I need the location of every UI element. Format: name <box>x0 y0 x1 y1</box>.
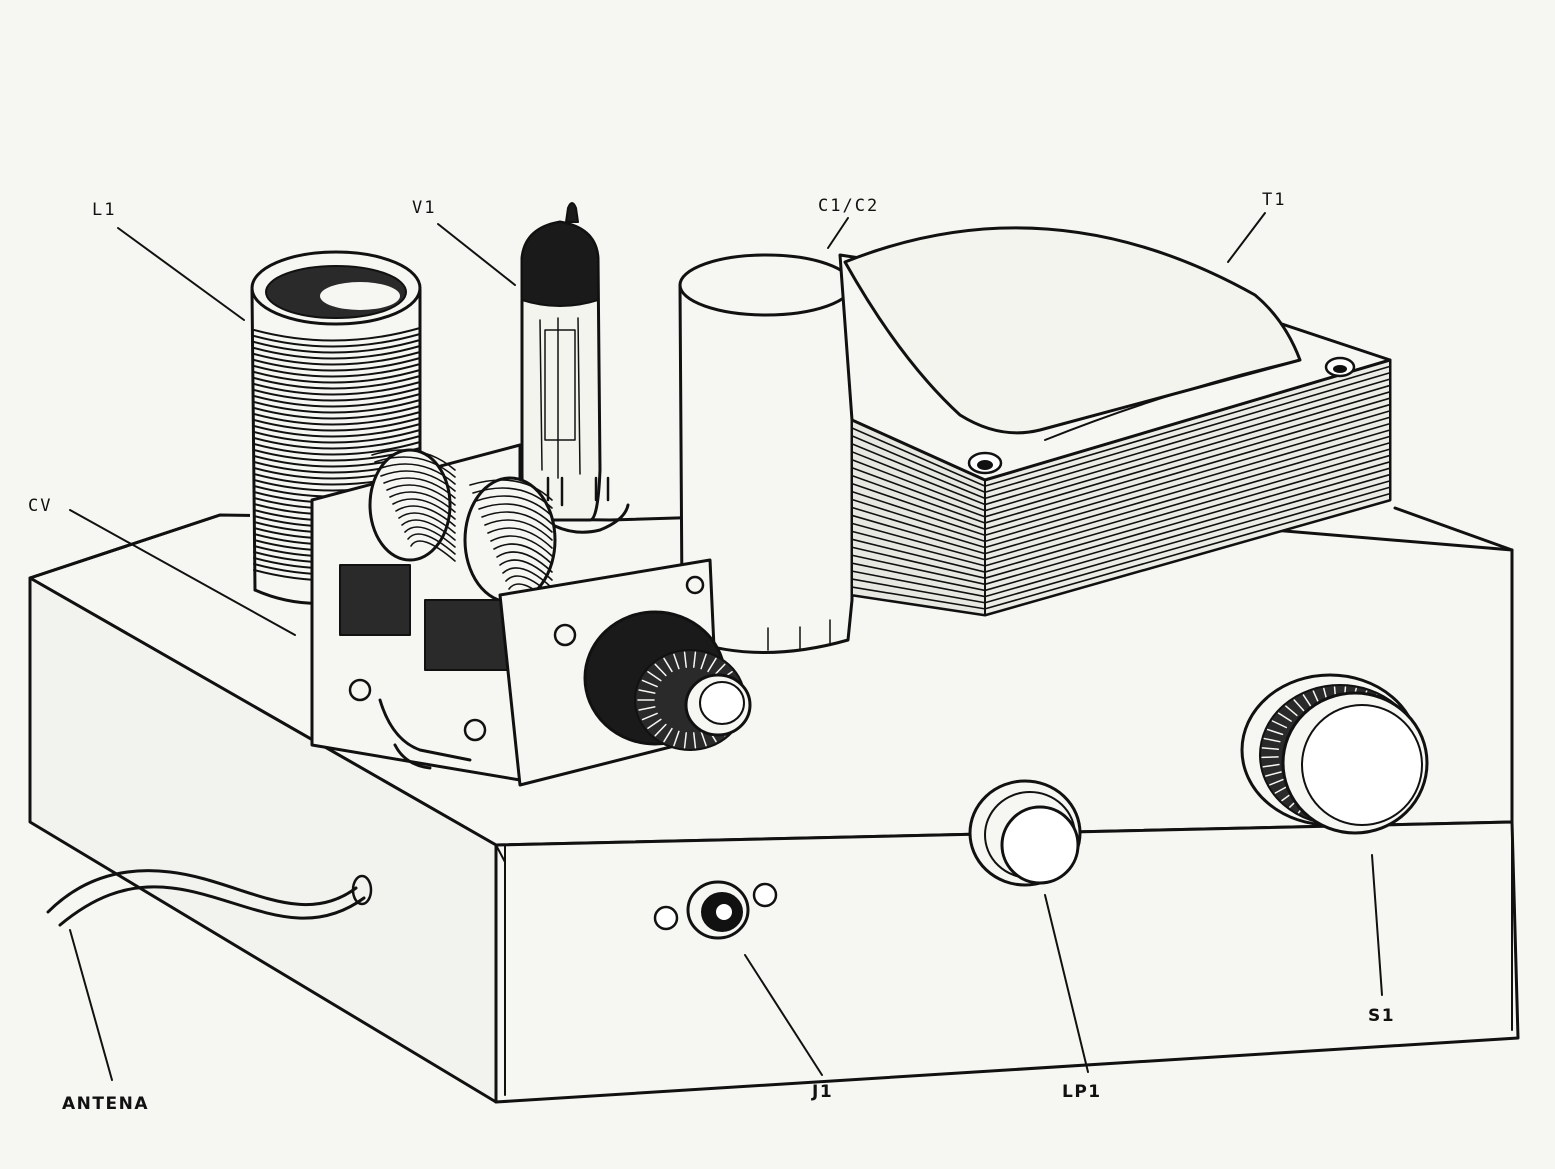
label-c1c2: C1/C2 <box>818 196 880 216</box>
label-t1: T1 <box>1262 190 1287 210</box>
label-j1: J1 <box>812 1082 834 1102</box>
switch-knob-s1[interactable] <box>1240 673 1429 835</box>
leader-lines <box>69 212 1383 1081</box>
tuning-knob[interactable] <box>583 610 752 751</box>
antenna-wire <box>46 869 373 927</box>
transformer-t1 <box>838 226 1392 617</box>
label-cv: CV <box>28 496 53 516</box>
label-antena: ANTENA <box>62 1094 149 1114</box>
label-v1: V1 <box>412 198 437 218</box>
jack-j1[interactable] <box>653 880 778 940</box>
tube-v1 <box>520 202 630 534</box>
label-s1: S1 <box>1368 1006 1396 1026</box>
label-lp1: LP1 <box>1062 1082 1102 1102</box>
pilot-lamp-lp1 <box>968 779 1082 887</box>
label-l1: L1 <box>92 200 117 220</box>
